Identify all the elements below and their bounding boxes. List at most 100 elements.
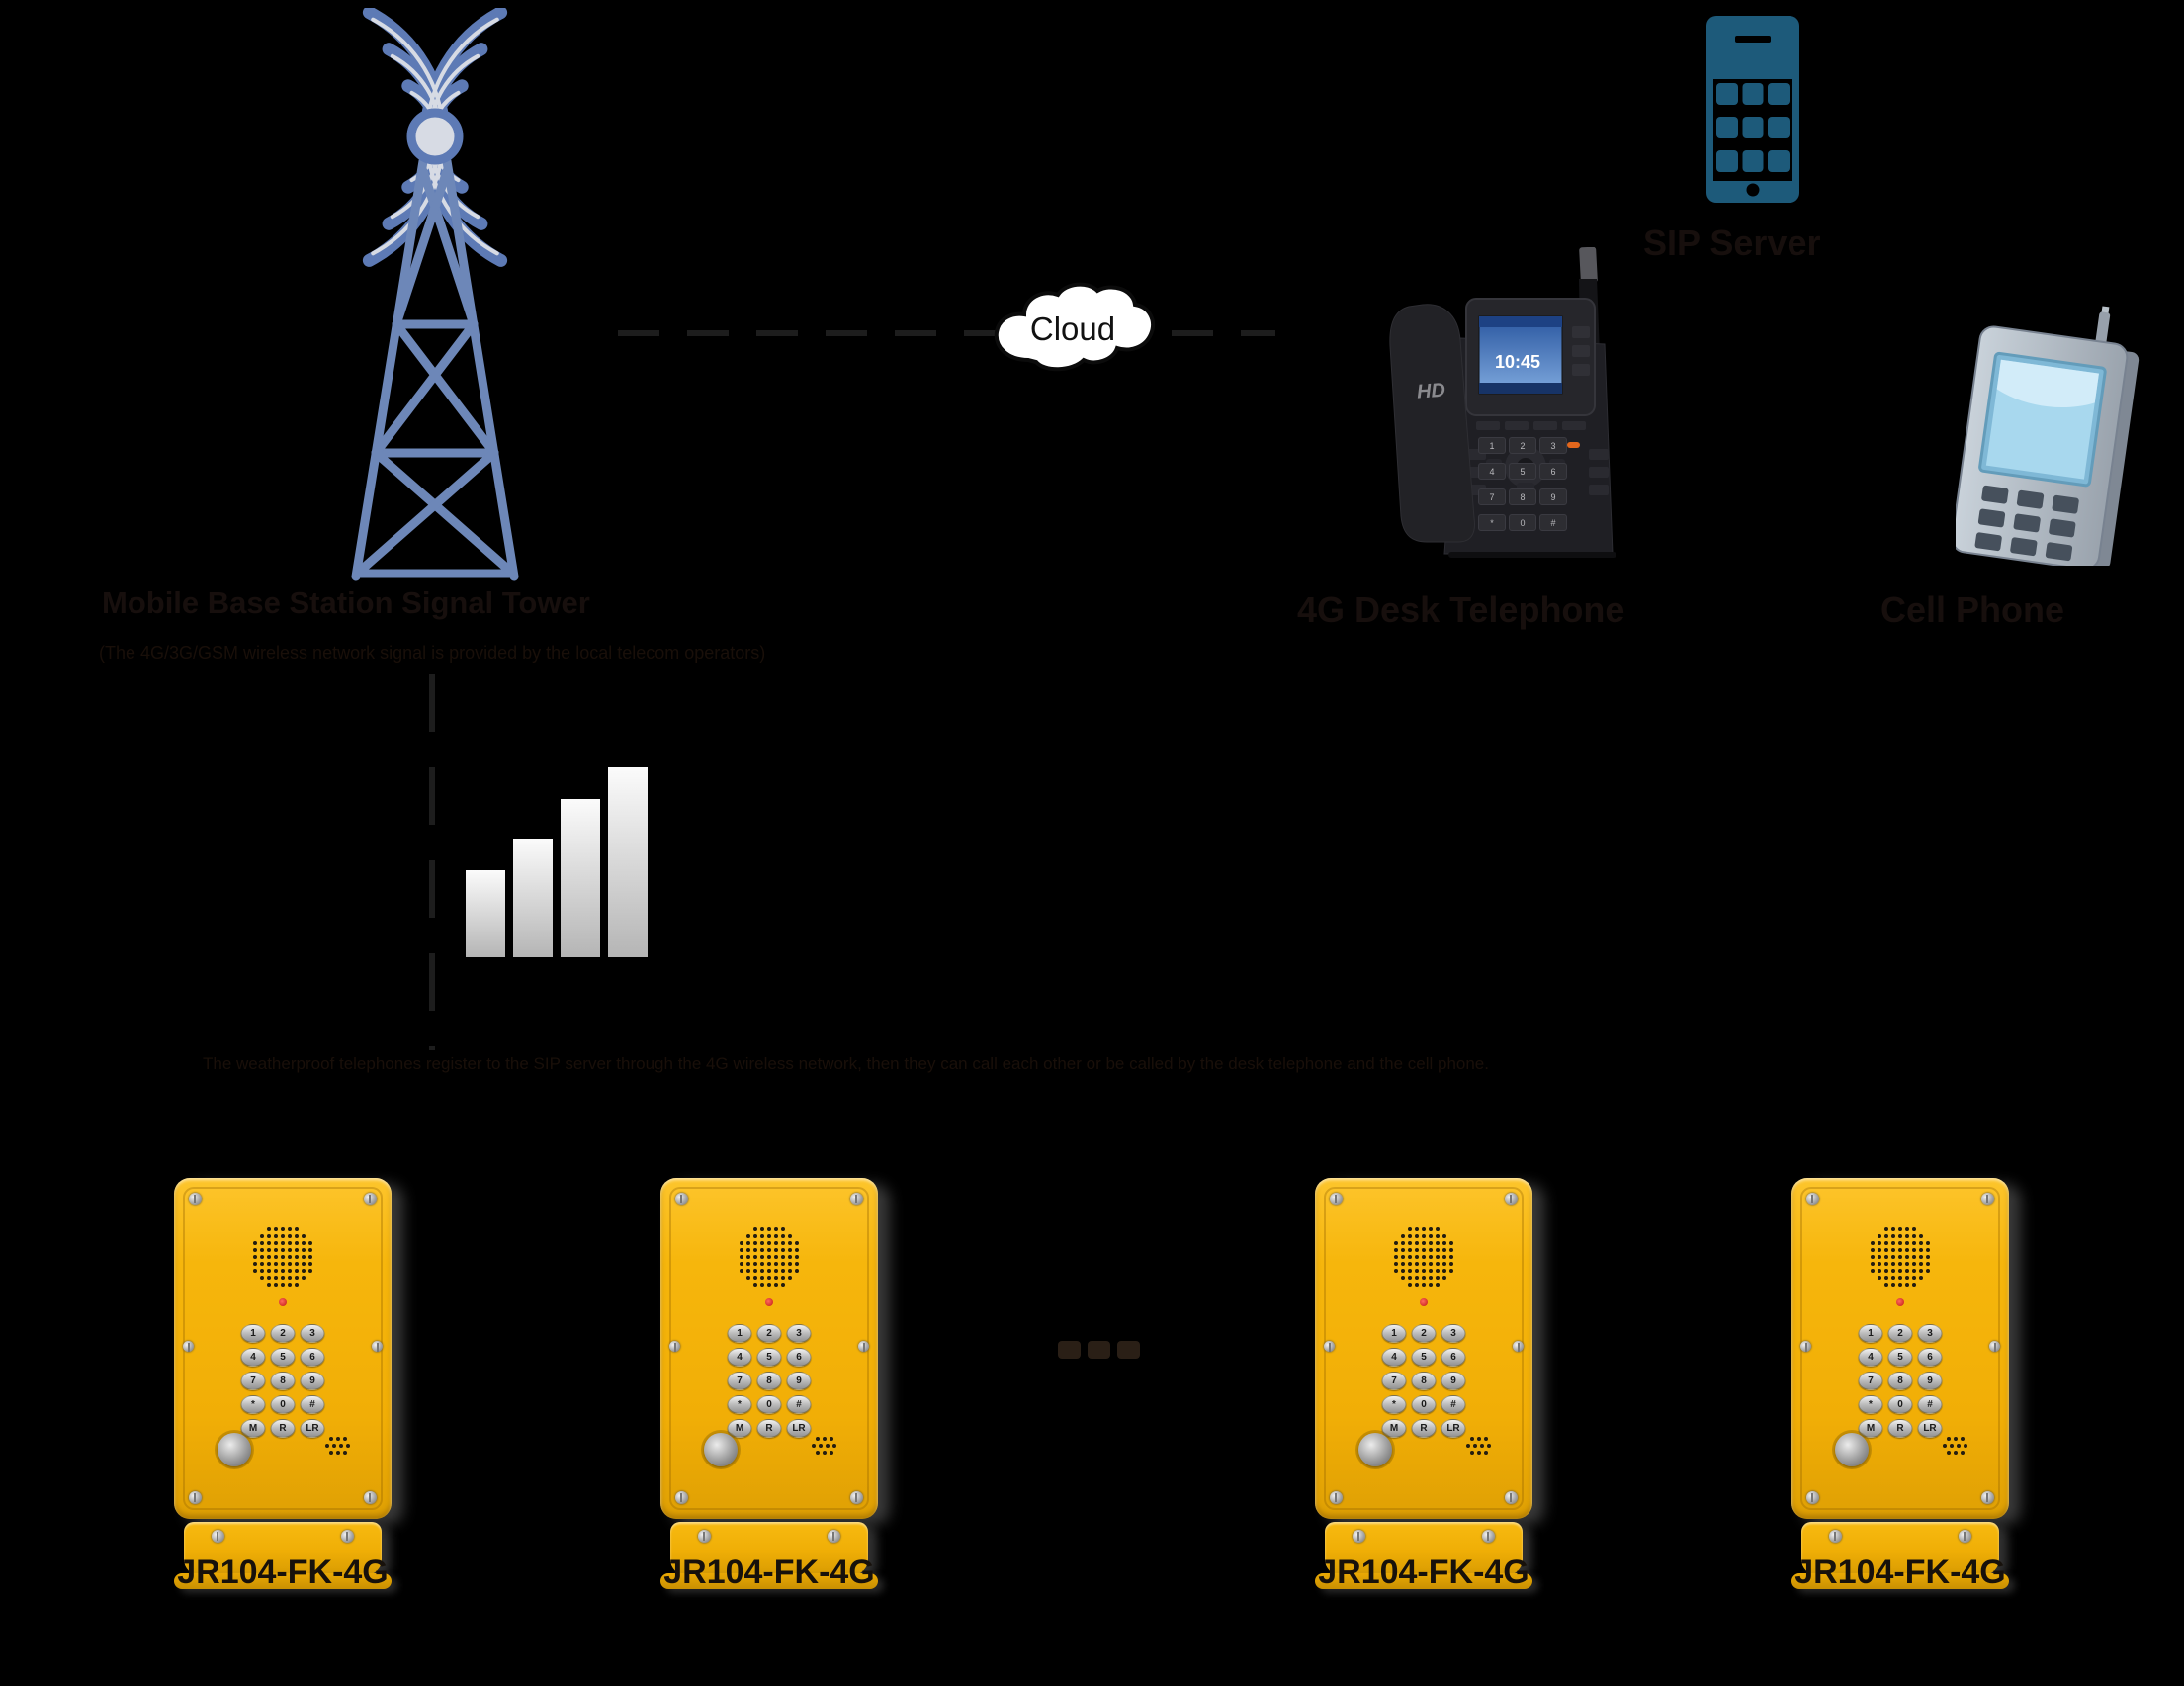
status-led	[765, 1298, 773, 1306]
keypad-key-6: 6	[786, 1348, 812, 1367]
keypad-key-2: 2	[270, 1324, 296, 1343]
keypad-key-LR: LR	[1441, 1419, 1466, 1438]
microphone-holes	[1466, 1437, 1491, 1458]
base-station-tower-icon	[351, 8, 519, 581]
screw-icon	[1353, 1530, 1365, 1543]
telephone-model-label: JR104-FK-4G	[1318, 1553, 1529, 1591]
keypad-key-1: 1	[1381, 1324, 1407, 1343]
screw-icon	[364, 1491, 377, 1504]
mounting-base	[660, 1573, 878, 1589]
screw-icon	[212, 1530, 224, 1543]
keypad-key-*: *	[727, 1395, 752, 1414]
more-units-ellipsis	[1058, 1341, 1140, 1359]
keypad-key-M: M	[1858, 1419, 1883, 1438]
screw-icon	[1324, 1341, 1335, 1352]
screw-icon	[669, 1341, 680, 1352]
screw-icon	[850, 1193, 863, 1205]
status-led	[1896, 1298, 1904, 1306]
speaker-grille	[1871, 1225, 1930, 1287]
antenna-tip	[1579, 247, 1598, 284]
status-led	[1420, 1298, 1428, 1306]
screw-icon	[183, 1341, 194, 1352]
handset	[1389, 304, 1475, 543]
desk-key-1: 1	[1478, 437, 1506, 454]
ellipsis-dot	[1088, 1341, 1110, 1359]
screw-icon	[698, 1530, 711, 1543]
keypad-key-8: 8	[1411, 1372, 1437, 1390]
keypad-key-5: 5	[756, 1348, 782, 1367]
antenna-head	[406, 108, 464, 165]
signal-bar	[466, 870, 505, 957]
tower-to-cloud-dashed-line	[618, 330, 1275, 336]
ellipsis-dot	[1117, 1341, 1140, 1359]
keypad-key-8: 8	[1887, 1372, 1913, 1390]
message-led	[1567, 442, 1580, 448]
screw-icon	[1806, 1193, 1819, 1205]
screw-icon	[1330, 1491, 1343, 1504]
screw-icon	[828, 1530, 840, 1543]
keypad-key-#: #	[300, 1395, 325, 1414]
desk-key-7: 7	[1478, 488, 1506, 505]
cell-phone-label: Cell Phone	[1880, 589, 2065, 630]
keypad-key-#: #	[1917, 1395, 1943, 1414]
keypad-key-3: 3	[1917, 1324, 1943, 1343]
mounting-bracket	[670, 1522, 868, 1575]
keypad-key-R: R	[1887, 1419, 1913, 1438]
keypad-key-7: 7	[240, 1372, 266, 1390]
keypad-key-4: 4	[727, 1348, 752, 1367]
mounting-base	[1315, 1573, 1532, 1589]
microphone-holes	[325, 1437, 350, 1458]
keypad-key-6: 6	[1441, 1348, 1466, 1367]
desk-phone-label: 4G Desk Telephone	[1297, 589, 1625, 630]
screw-icon	[364, 1193, 377, 1205]
keypad-key-2: 2	[756, 1324, 782, 1343]
screw-icon	[1513, 1341, 1524, 1352]
call-button	[218, 1433, 251, 1466]
desk-key-0: 0	[1509, 514, 1536, 531]
desk-key-#: #	[1539, 514, 1567, 531]
desk-key-8: 8	[1509, 488, 1536, 505]
keypad-key-#: #	[1441, 1395, 1466, 1414]
keypad-key-3: 3	[300, 1324, 325, 1343]
keypad-key-5: 5	[1887, 1348, 1913, 1367]
keypad-key-6: 6	[1917, 1348, 1943, 1367]
keypad-key-3: 3	[1441, 1324, 1466, 1343]
keypad-key-3: 3	[786, 1324, 812, 1343]
cloud-icon: Cloud	[994, 282, 1155, 372]
screw-icon	[1505, 1491, 1518, 1504]
keypad-key-5: 5	[270, 1348, 296, 1367]
keypad-key-R: R	[756, 1419, 782, 1438]
keypad-key-4: 4	[1858, 1348, 1883, 1367]
keypad-key-LR: LR	[1917, 1419, 1943, 1438]
screw-icon	[189, 1491, 202, 1504]
call-button	[1358, 1433, 1392, 1466]
handset-logo: HD	[1416, 380, 1445, 403]
mounting-base	[1791, 1573, 2009, 1589]
screw-icon	[1959, 1530, 1971, 1543]
screw-icon	[1981, 1491, 1994, 1504]
tower-to-phones-dashed-line	[429, 674, 435, 1050]
screen-clock: 10:45	[1495, 352, 1540, 372]
speaker-grille	[740, 1225, 799, 1287]
telephone-model-label: JR104-FK-4G	[1794, 1553, 2006, 1591]
keypad-key-0: 0	[270, 1395, 296, 1414]
tower-caption: (The 4G/3G/GSM wireless network signal i…	[99, 643, 766, 663]
screw-icon	[1505, 1193, 1518, 1205]
desk-key-3: 3	[1539, 437, 1567, 454]
screw-icon	[1806, 1491, 1819, 1504]
screw-icon	[1482, 1530, 1495, 1543]
desk-key-*: *	[1478, 514, 1506, 531]
desk-key-6: 6	[1539, 463, 1567, 480]
screw-icon	[372, 1341, 383, 1352]
mounting-bracket	[184, 1522, 382, 1575]
screw-icon	[1330, 1193, 1343, 1205]
signal-bar	[561, 799, 600, 957]
keypad-key-LR: LR	[300, 1419, 325, 1438]
